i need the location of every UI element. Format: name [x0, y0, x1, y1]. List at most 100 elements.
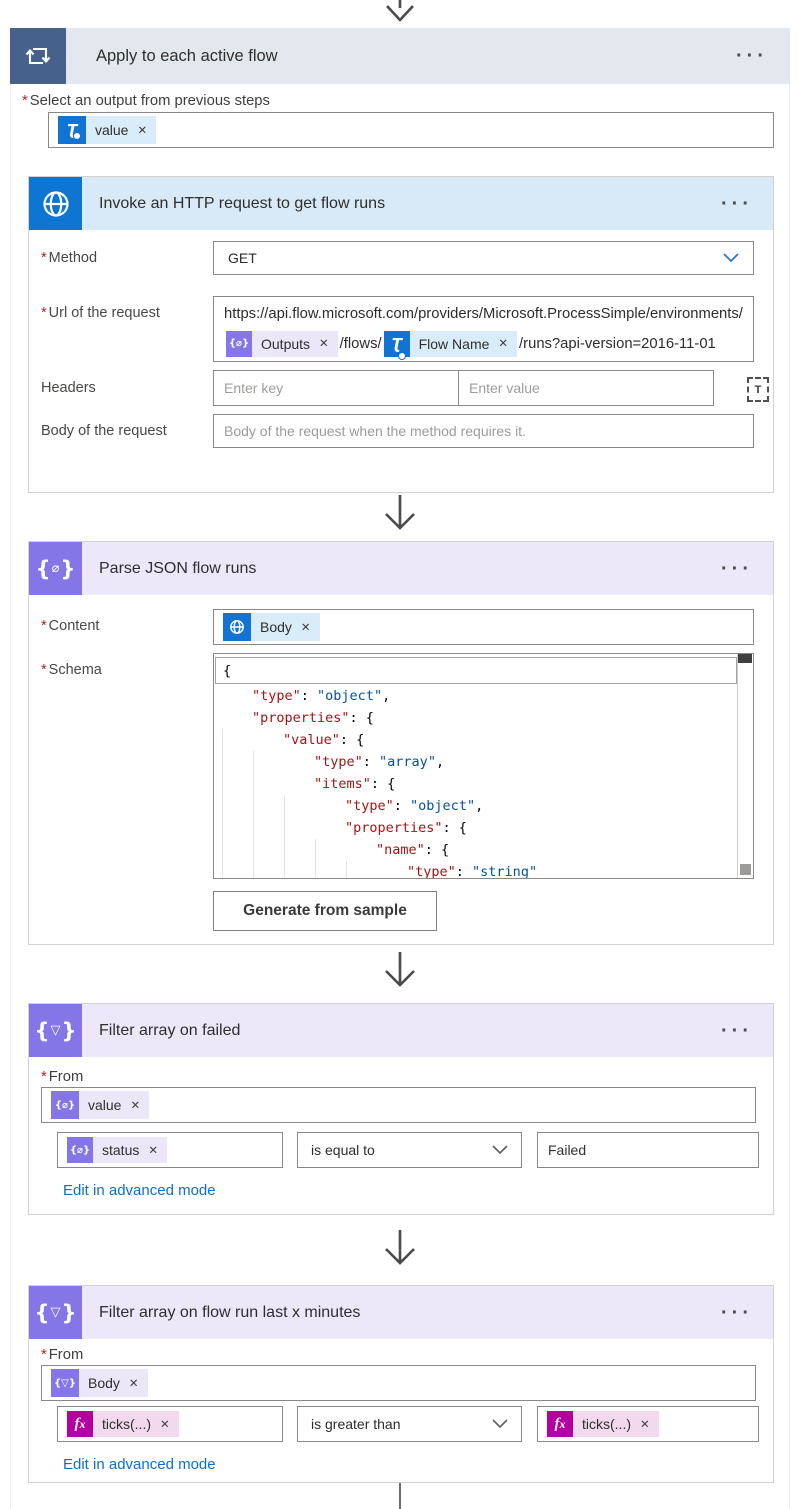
generate-from-sample-button[interactable]: Generate from sample	[213, 891, 437, 931]
token-body[interactable]: {▽} Body ✕	[51, 1369, 148, 1397]
schema-code: {"type": "object","properties": {"value"…	[214, 654, 753, 878]
token-value[interactable]: Ʈ value✕	[58, 116, 157, 144]
required-asterisk: *	[22, 93, 28, 109]
schema-code-line: "type": "object",	[252, 688, 391, 704]
token-label: Body	[260, 619, 292, 635]
schema-scrollbar[interactable]	[737, 654, 753, 878]
schema-code-line: "name": {	[214, 839, 737, 861]
request-body-input[interactable]	[213, 414, 754, 448]
filter-minutes-card-title: Filter array on flow run last x minutes	[99, 1303, 361, 1321]
url-text: https://api.flow.microsoft.com/providers…	[224, 306, 743, 322]
apply-to-each-icon	[10, 28, 66, 84]
url-label: *Url of the request	[41, 305, 160, 321]
schema-label: *Schema	[41, 662, 102, 678]
apply-to-each-card-header[interactable]: Apply to each active flow ···	[10, 28, 790, 84]
parse-json-icon: {⌀}	[29, 542, 82, 595]
edit-advanced-mode-link[interactable]: Edit in advanced mode	[63, 1456, 216, 1473]
braces-icon: {⌀}	[51, 1091, 79, 1119]
scrollbar-thumb[interactable]	[738, 654, 752, 663]
edit-advanced-mode-link[interactable]: Edit in advanced mode	[63, 1182, 216, 1199]
schema-code-line: "items": {	[214, 773, 737, 795]
filter-failed-card: {▽} Filter array on failed ··· *From {⌀}…	[28, 1003, 774, 1215]
globe-icon	[29, 177, 82, 230]
http-card-header[interactable]: Invoke an HTTP request to get flow runs …	[29, 177, 773, 230]
parse-json-card-header[interactable]: {⌀} Parse JSON flow runs ···	[29, 542, 773, 595]
http-request-card: Invoke an HTTP request to get flow runs …	[28, 176, 774, 493]
filter-minutes-card: {▽} Filter array on flow run last x minu…	[28, 1285, 774, 1483]
braces-icon: {⌀}	[226, 331, 252, 358]
content-input[interactable]: Body ✕	[213, 609, 754, 645]
schema-code-line: "type": "string"	[214, 861, 737, 878]
condition-left-input[interactable]: {⌀} status✕	[57, 1132, 283, 1168]
remove-token-icon[interactable]: ✕	[148, 1145, 158, 1157]
condition-right-value[interactable]	[538, 1133, 758, 1167]
connector-arrow-3	[380, 1230, 420, 1276]
remove-token-icon[interactable]: ✕	[137, 125, 148, 137]
operator-select[interactable]: is equal to	[297, 1132, 522, 1168]
chevron-down-icon	[723, 253, 739, 263]
flow-lock-icon: Ʈ	[58, 116, 86, 144]
from-input[interactable]: {⌀} value✕	[41, 1087, 756, 1123]
from-label: *From	[41, 1347, 84, 1363]
apply-to-each-titlebar[interactable]: Apply to each active flow ···	[66, 28, 790, 84]
remove-token-icon[interactable]: ✕	[498, 338, 509, 351]
condition-right-input[interactable]	[537, 1132, 759, 1168]
token-label: Outputs	[261, 336, 311, 353]
method-select[interactable]: GET	[213, 241, 754, 275]
header-key-input[interactable]	[213, 370, 459, 406]
schema-code-line: "properties": {	[214, 817, 737, 839]
token-outputs[interactable]: {⌀} Outputs ✕	[226, 331, 338, 358]
remove-token-icon[interactable]: ✕	[130, 1100, 141, 1112]
scrollbar-down-button[interactable]	[740, 864, 751, 875]
from-input[interactable]: {▽} Body ✕	[41, 1365, 756, 1401]
content-label: *Content	[41, 618, 100, 634]
apply-to-each-title: Apply to each active flow	[96, 46, 278, 65]
filter-failed-card-header[interactable]: {▽} Filter array on failed ···	[29, 1004, 773, 1057]
http-card-title: Invoke an HTTP request to get flow runs	[99, 194, 386, 212]
filter-array-icon: {▽}	[51, 1369, 79, 1397]
filter-minutes-card-header[interactable]: {▽} Filter array on flow run last x minu…	[29, 1286, 773, 1339]
remove-token-icon[interactable]: ✕	[319, 338, 329, 351]
filter-failed-menu-button[interactable]: ···	[721, 1019, 753, 1042]
operator-value: is equal to	[311, 1142, 375, 1158]
filter-array-icon: {▽}	[29, 1004, 82, 1057]
connector-arrow-2	[380, 952, 420, 998]
header-value-input[interactable]	[458, 370, 714, 406]
token-label: Flow Name	[418, 336, 490, 353]
token-label: ticks(...)	[582, 1416, 631, 1432]
schema-editor[interactable]: {"type": "object","properties": {"value"…	[213, 653, 754, 879]
token-label: Body	[88, 1375, 120, 1391]
schema-code-line: "type": "array",	[214, 751, 737, 773]
apply-output-input[interactable]: Ʈ value✕	[48, 112, 774, 148]
from-label: *From	[41, 1069, 84, 1085]
remove-token-icon[interactable]: ✕	[128, 1378, 139, 1390]
parse-json-menu-button[interactable]: ···	[721, 557, 753, 580]
apply-output-label: *Select an output from previous steps	[22, 93, 270, 109]
remove-token-icon[interactable]: ✕	[160, 1419, 170, 1431]
operator-select[interactable]: is greater than	[297, 1406, 522, 1442]
http-card-menu-button[interactable]: ···	[721, 192, 753, 215]
connector-arrow-1	[380, 495, 420, 541]
remove-token-icon[interactable]: ✕	[640, 1419, 650, 1431]
url-input[interactable]: https://api.flow.microsoft.com/providers…	[213, 296, 754, 362]
token-body[interactable]: Body ✕	[223, 613, 320, 641]
apply-to-each-menu-button[interactable]: ···	[736, 45, 768, 67]
chevron-down-icon	[492, 1419, 508, 1429]
remove-token-icon[interactable]: ✕	[300, 622, 311, 634]
token-value[interactable]: {⌀} value✕	[51, 1091, 150, 1119]
chevron-down-icon	[492, 1145, 508, 1155]
method-label: *Method	[41, 250, 98, 266]
token-label: ticks(...)	[102, 1416, 151, 1432]
schema-code-line: "properties": {	[252, 710, 374, 726]
connector-arrow-top	[380, 0, 420, 23]
switch-to-text-mode-icon[interactable]: T	[747, 377, 769, 402]
token-status[interactable]: {⌀} status✕	[67, 1137, 167, 1163]
filter-minutes-menu-button[interactable]: ···	[721, 1301, 753, 1324]
method-value: GET	[228, 250, 257, 266]
